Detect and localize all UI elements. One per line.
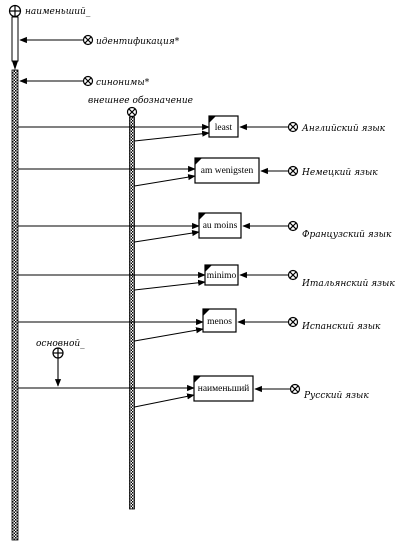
term-box (202, 308, 237, 333)
base-node-icon (52, 347, 64, 359)
term-box-corner-icon (195, 158, 202, 165)
synonyms-label: синонимы* (96, 78, 150, 88)
term-row: наименьший Русский язык (18, 375, 369, 408)
term-label: am wenigsten (201, 166, 254, 176)
term-box (208, 115, 239, 138)
term-box-corner-icon (203, 309, 210, 316)
term-label: au moins (203, 221, 238, 231)
language-node-icon (287, 220, 299, 232)
identification-relation: идентификация* (19, 34, 180, 47)
term-row: minimo Итальянский язык (18, 264, 395, 291)
term-row: least Английский язык (18, 115, 386, 142)
language-node-icon (287, 121, 299, 133)
external-notation-relation: внешнее обозначение (88, 95, 193, 510)
term-label: menos (207, 317, 232, 327)
language-node-icon (287, 269, 299, 281)
root-node: наименьший_ (8, 4, 91, 18)
term-box (198, 212, 242, 239)
synonyms-node-icon (82, 75, 94, 87)
main-spine (11, 69, 19, 541)
language-label: Французский язык (302, 230, 392, 240)
base-label: основной_ (36, 339, 85, 349)
term-box (193, 375, 254, 402)
language-label: Английский язык (301, 124, 386, 134)
term-box (204, 264, 239, 286)
language-label: Немецкий язык (301, 168, 378, 178)
language-node-icon (287, 165, 299, 177)
term-box-corner-icon (205, 265, 212, 272)
synonyms-relation: синонимы* (19, 75, 150, 88)
term-row: au moins Французский язык (18, 212, 392, 243)
identification-node-icon (82, 34, 94, 46)
term-box-corner-icon (194, 376, 201, 383)
term-label: наименьший (198, 383, 250, 394)
secondary-spine (129, 116, 135, 510)
external-notation-label: внешнее обозначение (88, 95, 193, 106)
language-node-icon (289, 383, 301, 395)
term-box (194, 157, 260, 184)
main-spine-stub (11, 16, 19, 62)
term-row: am wenigsten Немецкий язык (18, 157, 378, 187)
term-box-corner-icon (209, 116, 216, 123)
term-row: menos Испанский язык (18, 308, 381, 342)
language-node-icon (287, 316, 299, 328)
root-label: наименьший_ (25, 7, 91, 17)
language-label: Испанский язык (301, 322, 381, 332)
language-label: Итальянский язык (301, 279, 395, 289)
main-spine-pointer (12, 61, 18, 70)
identification-label: идентификация* (96, 37, 180, 47)
term-label: minimo (207, 271, 237, 281)
base-relation: основной_ (36, 339, 85, 387)
term-label: least (215, 123, 233, 133)
external-notation-node-icon (126, 106, 138, 118)
language-label: Русский язык (303, 391, 369, 401)
term-box-corner-icon (199, 213, 206, 220)
